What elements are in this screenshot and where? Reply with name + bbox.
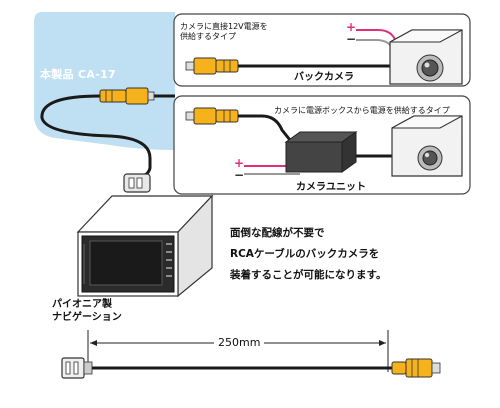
box-negative-sign: − bbox=[234, 168, 244, 182]
navigation-unit bbox=[76, 194, 214, 298]
navi-plug-connector bbox=[123, 173, 151, 193]
cable-length-label: 250mm bbox=[214, 336, 265, 349]
power-box bbox=[284, 131, 358, 173]
product-highlight-area bbox=[34, 12, 175, 150]
navi-label: パイオニア製 ナビゲーション bbox=[52, 298, 122, 324]
feature-text: 面倒な配線が不要で RCAケーブルのバックカメラを 装着することが可能になります… bbox=[230, 223, 386, 286]
feature-line: 装着することが可能になります。 bbox=[230, 269, 387, 281]
direct-description: カメラに直接12V電源を 供給するタイプ bbox=[180, 22, 268, 42]
back-camera-label: バックカメラ bbox=[294, 72, 354, 83]
bottom-navi-connector bbox=[61, 357, 93, 379]
direct-negative-sign: − bbox=[346, 32, 356, 46]
navi-label-line: ナビゲーション bbox=[52, 312, 122, 323]
navigation-screen bbox=[89, 240, 163, 286]
feature-line: 面倒な配線が不要で bbox=[230, 227, 325, 239]
feature-line: RCAケーブルのバックカメラを bbox=[230, 248, 380, 260]
direct-description-line: 供給するタイプ bbox=[180, 32, 236, 41]
bottom-rca-connector bbox=[391, 358, 441, 378]
box-input-cable bbox=[238, 114, 292, 141]
direct-description-line: カメラに直接12V電源を bbox=[180, 22, 268, 31]
box-rca-connector bbox=[185, 107, 239, 125]
product-rca-connector bbox=[99, 87, 155, 105]
box-positive-sign: + bbox=[234, 156, 244, 170]
box-description: カメラに電源ボックスから電源を供給するタイプ bbox=[274, 106, 450, 115]
direct-positive-sign: + bbox=[346, 20, 356, 34]
camera-unit-label: カメラユニット bbox=[296, 182, 366, 193]
navi-label-line: パイオニア製 bbox=[52, 299, 112, 310]
product-label: 本製品 CA-17 bbox=[40, 68, 116, 81]
product-cable bbox=[40, 94, 152, 178]
back-camera bbox=[389, 29, 463, 85]
unit-camera bbox=[391, 115, 463, 177]
direct-rca-connector bbox=[185, 57, 239, 75]
